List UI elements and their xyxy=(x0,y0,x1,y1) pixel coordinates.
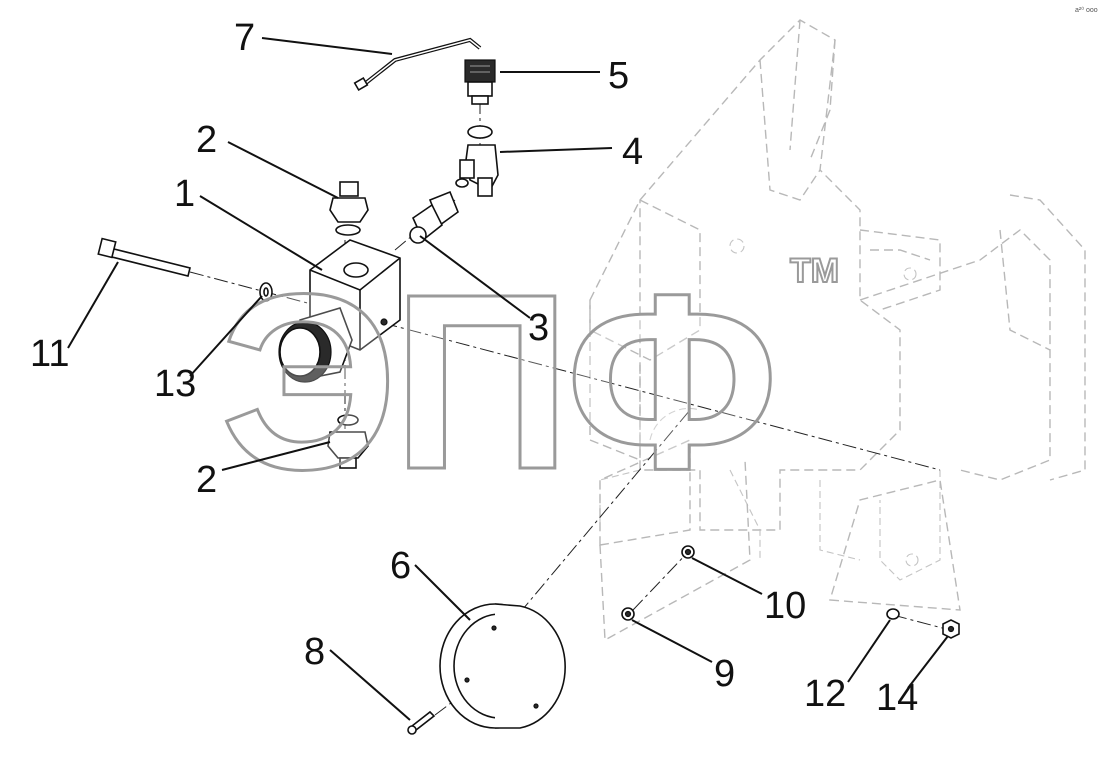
label-5: 5 xyxy=(608,55,629,97)
label-13: 13 xyxy=(154,363,196,405)
screw-part-8 xyxy=(407,710,436,735)
fitting-part-2-top xyxy=(329,181,369,236)
label-11: 11 xyxy=(30,333,69,375)
tee-fitting-part-4 xyxy=(455,125,499,197)
watermark: ЭПФ TM xyxy=(219,241,841,523)
sensor-cable-part-7 xyxy=(353,37,482,92)
label-1: 1 xyxy=(174,173,195,215)
nut-part-10 xyxy=(681,545,695,559)
watermark-text: ЭПФ xyxy=(220,242,773,521)
nut-part-9 xyxy=(621,607,635,621)
label-10: 10 xyxy=(764,585,806,627)
callout-labels: 7 5 4 2 1 3 11 13 2 6 8 10 9 12 14 xyxy=(30,17,918,719)
label-4: 4 xyxy=(622,131,643,173)
label-14: 14 xyxy=(876,677,918,719)
washer-part-12 xyxy=(886,608,900,620)
nut-part-14 xyxy=(942,619,960,639)
label-8: 8 xyxy=(304,631,325,673)
label-2-top: 2 xyxy=(196,119,217,161)
label-3: 3 xyxy=(528,307,549,349)
corner-code: a²⁰ ooo xyxy=(1075,6,1098,14)
watermark-trademark: TM xyxy=(790,252,839,290)
label-2-bottom: 2 xyxy=(196,459,217,501)
label-6: 6 xyxy=(390,545,411,587)
label-7: 7 xyxy=(234,17,255,59)
sensor-part-5 xyxy=(464,59,496,105)
label-12: 12 xyxy=(804,673,846,715)
flange-part-6 xyxy=(439,603,566,729)
washer-part-13 xyxy=(259,282,273,302)
label-9: 9 xyxy=(714,653,735,695)
frame-outline xyxy=(589,19,1086,642)
fitting-part-2-bottom xyxy=(327,414,369,469)
bolt-part-11 xyxy=(97,237,191,277)
leader-lines xyxy=(67,37,949,721)
valve-block-part-1 xyxy=(278,239,401,383)
fitting-part-3 xyxy=(409,190,459,244)
